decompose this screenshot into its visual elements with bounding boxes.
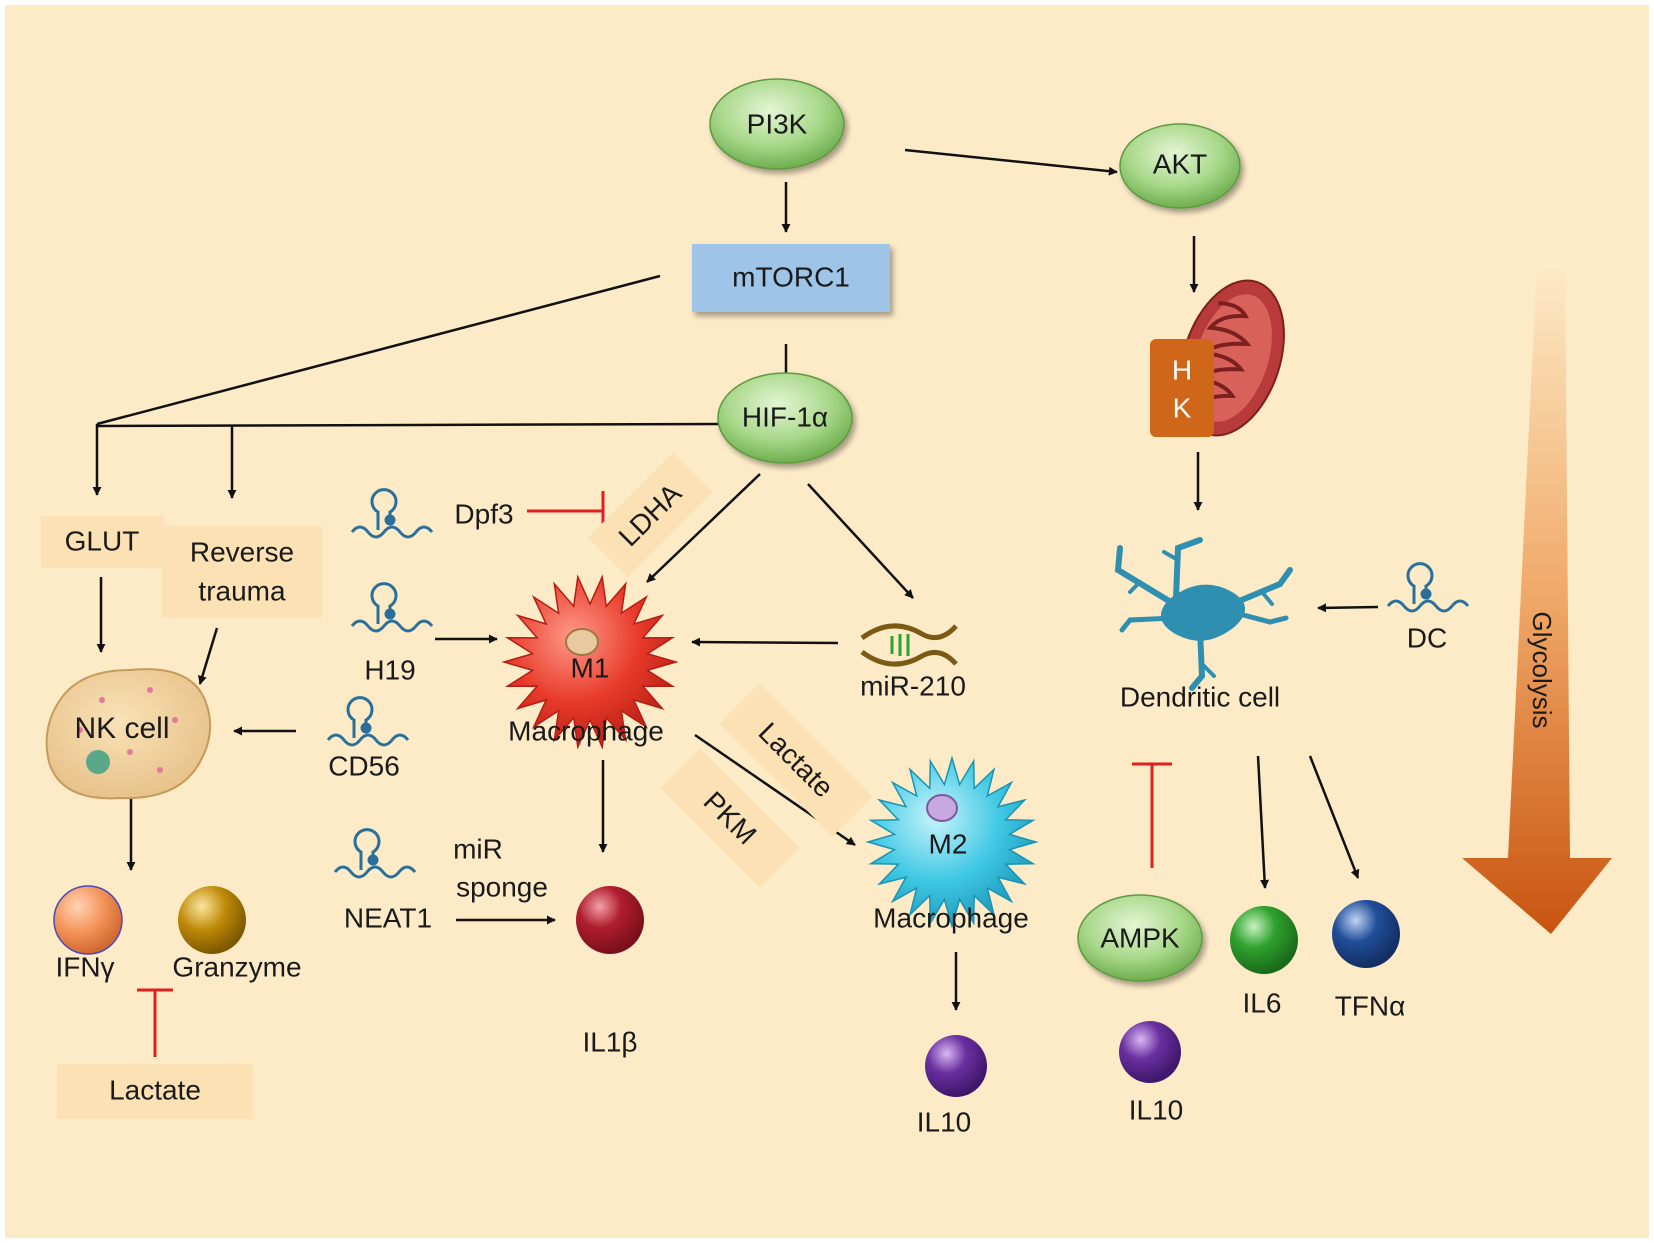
mir210-label: miR-210 [860,670,966,701]
mtorc1-node: mTORC1 [692,244,890,312]
hk-k-label: K [1173,392,1192,423]
il1b-label: IL1β [582,1026,637,1057]
arrow-mir210-to-m1 [691,637,839,647]
ampk-node: AMPK [1077,894,1203,982]
rna-hairpin-icon-neat1 [333,828,417,879]
lactate-bottom-label: Lactate [109,1074,201,1105]
arrow-dc-to-dendritic [1317,603,1379,613]
m2-macrophage-icon [865,755,1039,929]
mir-sponge-line2: sponge [456,871,548,902]
line-mtorc1-to-branch [96,274,661,426]
m2-label: M2 [929,828,968,859]
m1-macrophage-icon [501,574,679,750]
pi3k-node: PI3K [709,78,845,170]
il6-sphere [1230,906,1298,974]
hk-mitochondrion: H K [1150,279,1285,437]
m2-macrophage-label: Macrophage [873,902,1029,933]
arrow-pi3k-to-akt [904,148,1118,176]
rna-hairpin-icon-cd56 [326,696,410,747]
akt-node: AKT [1119,123,1241,209]
glycolysis-label: Glycolysis [1527,611,1557,728]
akt-label: AKT [1153,148,1207,179]
hk-box [1150,339,1214,437]
hif1a-label: HIF-1α [742,401,828,432]
reverse-trauma-line2: trauma [198,575,286,606]
glycolysis-arrow: Glycolysis [1462,262,1612,934]
hif1a-node: HIF-1α [717,372,853,464]
il1b-sphere [576,886,644,954]
reverse-trauma-box: Reverse trauma [162,526,322,618]
granzyme-label: Granzyme [172,951,301,982]
mir-sponge-line1: miR [453,833,503,864]
rna-hairpin-icon-dc [1386,562,1470,613]
ifng-sphere [53,885,123,955]
il10-m2-label: IL10 [917,1106,972,1137]
arrow-reverse-trauma-to-nk [198,627,219,685]
reverse-trauma-line1: Reverse [190,536,294,567]
m1-macrophage-label: Macrophage [508,715,664,746]
mir210-icon [860,623,958,667]
background [5,5,1649,1238]
glut-box: GLUT [41,516,164,568]
neat1-label: NEAT1 [344,902,432,933]
ifng-label: IFNγ [55,951,114,982]
line-hif1a-to-branch [96,422,723,428]
arrow-hif1a-to-mir210 [807,483,914,599]
h19-label: H19 [364,654,415,685]
connectors [92,148,1379,1011]
dpf3-label: Dpf3 [454,498,513,529]
arrow-dendritic-to-tnfa [1308,755,1360,879]
ampk-label: AMPK [1100,922,1180,953]
rna-hairpin-icon-dpf3 [350,488,434,539]
nk-cell-icon [45,668,212,800]
arrow-hif1a-to-m1 [646,473,761,583]
rna-hairpin-icon-h19 [350,582,434,633]
arrow-dendritic-to-il6 [1256,755,1270,889]
granzyme-sphere [178,886,246,954]
tnfa-sphere [1332,900,1400,968]
dc-label: DC [1407,622,1447,653]
tnfa-label: TFNα [1335,990,1406,1021]
il10-dc-label: IL10 [1129,1094,1184,1125]
il10-dc-sphere [1119,1021,1181,1083]
pi3k-label: PI3K [747,108,808,139]
il10-m2-sphere [925,1035,987,1097]
mtorc1-label: mTORC1 [732,261,850,292]
m1-label: M1 [571,652,610,683]
nk-cell-label: NK cell [74,712,169,745]
hk-h-label: H [1172,354,1192,385]
il6-label: IL6 [1243,987,1282,1018]
dendritic-cell-icon [1114,537,1293,691]
dendritic-cell-label: Dendritic cell [1120,681,1280,712]
cd56-label: CD56 [328,750,400,781]
lactate-bottom-box: Lactate [57,1064,253,1119]
inhibition-marks [137,491,1172,1057]
glut-label: GLUT [65,525,140,556]
